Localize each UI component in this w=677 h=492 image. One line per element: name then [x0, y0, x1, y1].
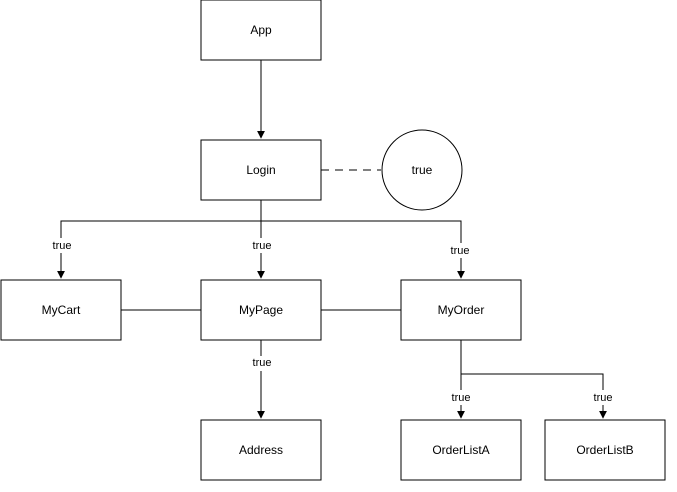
edge-login-to-my-order [261, 220, 465, 279]
node-login-state-label: true [412, 163, 433, 177]
node-login-state[interactable] [381, 129, 463, 211]
node-my-page[interactable] [200, 279, 322, 341]
edge-label-my-cart: true [53, 240, 72, 252]
node-my-cart[interactable] [0, 279, 122, 341]
node-order-list-b[interactable] [544, 419, 666, 481]
edge-label-my-page: true [253, 240, 272, 252]
node-my-page-label: MyPage [239, 303, 283, 317]
node-my-cart-label: MyCart [42, 303, 81, 317]
node-address-label: Address [239, 443, 283, 457]
edge-login-to-my-cart [57, 200, 262, 279]
edge-label-order-list-b: true [594, 392, 613, 404]
edge-my-order-to-order-list-b [461, 373, 607, 419]
edge-label-order-list-a: true [452, 392, 471, 404]
node-app[interactable] [200, 0, 322, 61]
node-order-list-a[interactable] [400, 419, 522, 481]
node-app-label: App [250, 23, 272, 37]
edge-label-address: true [253, 357, 272, 369]
node-my-order[interactable] [400, 279, 522, 341]
node-login-label: Login [246, 163, 275, 177]
edge-label-my-order: true [451, 245, 470, 257]
node-my-order-label: MyOrder [438, 303, 485, 317]
node-login[interactable] [200, 139, 322, 201]
node-address[interactable] [200, 419, 322, 481]
node-order-list-b-label: OrderListB [576, 443, 633, 457]
node-order-list-a-label: OrderListA [432, 443, 489, 457]
